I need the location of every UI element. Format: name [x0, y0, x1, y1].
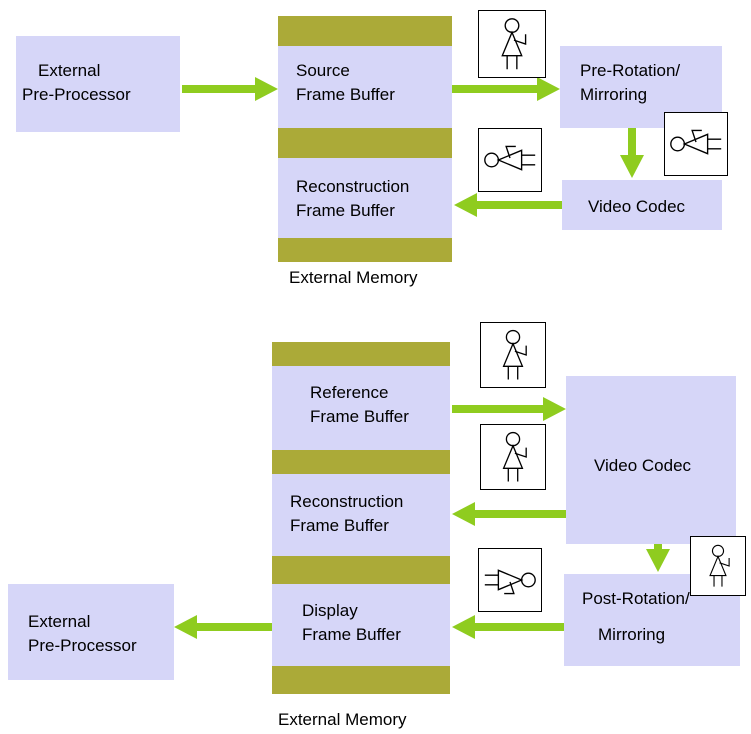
arrow-left [452, 615, 564, 639]
top-video-codec-box [562, 180, 722, 230]
post-rotation-label-1: Post-Rotation/ [582, 589, 690, 608]
arrow-right [452, 77, 560, 101]
bottom-video-codec-label: Video Codec [594, 456, 692, 475]
figure-upright-icon [478, 10, 546, 78]
reference-label-2: Frame Buffer [310, 407, 409, 426]
reference-frame-buffer [272, 366, 450, 450]
bottom-reconstruction-label-1: Reconstruction [290, 492, 404, 511]
arrow-down [646, 544, 670, 572]
bottom-reconstruction-frame-buffer [272, 474, 450, 556]
pre-rotation-label-1: Pre-Rotation/ [580, 61, 681, 80]
memory-band [272, 450, 450, 474]
top-reconstruction-label-1: Reconstruction [296, 177, 410, 196]
top-video-codec-label: Video Codec [588, 197, 686, 216]
display-label-2: Frame Buffer [302, 625, 401, 644]
top-external-preprocessor-label-2: Pre-Processor [22, 85, 131, 104]
figure-rotated-right-icon [478, 548, 542, 612]
bottom-reconstruction-label-2: Frame Buffer [290, 516, 389, 535]
memory-band [272, 666, 450, 694]
bottom-external-preprocessor-label-2: Pre-Processor [28, 636, 137, 655]
memory-band [272, 342, 450, 366]
top-reconstruction-frame-buffer [278, 158, 452, 238]
arrow-right [452, 397, 566, 421]
memory-band [278, 16, 452, 46]
figure-rotated-left-icon [478, 128, 542, 192]
figure-upright-icon [480, 322, 546, 388]
top-external-preprocessor-label-1: External [38, 61, 101, 80]
arrow-left [452, 502, 566, 526]
figure-upright-icon [480, 424, 546, 490]
top-reconstruction-label-2: Frame Buffer [296, 201, 395, 220]
memory-band [272, 556, 450, 584]
top-memory-caption: External Memory [289, 268, 418, 287]
source-buffer-label-2: Frame Buffer [296, 85, 395, 104]
memory-band [278, 128, 452, 158]
post-rotation-label-2: Mirroring [598, 625, 666, 644]
bottom-external-preprocessor-box [8, 584, 174, 680]
display-label-1: Display [302, 601, 358, 620]
pre-rotation-label-2: Mirroring [580, 85, 648, 104]
bottom-external-preprocessor-label-1: External [28, 612, 91, 631]
arrow-down [620, 128, 644, 178]
memory-band [278, 238, 452, 262]
arrow-left [174, 615, 272, 639]
top-external-preprocessor-box [16, 36, 180, 132]
figure-rotated-left-icon [664, 112, 728, 176]
figure-upright-icon [690, 536, 746, 596]
arrow-right [182, 77, 278, 101]
bottom-video-codec-box [566, 376, 736, 544]
source-buffer-label-1: Source [296, 61, 350, 80]
reference-label-1: Reference [310, 383, 389, 402]
source-frame-buffer [278, 46, 452, 128]
display-frame-buffer [272, 584, 450, 666]
bottom-memory-caption: External Memory [278, 710, 407, 729]
arrow-left [454, 193, 562, 217]
